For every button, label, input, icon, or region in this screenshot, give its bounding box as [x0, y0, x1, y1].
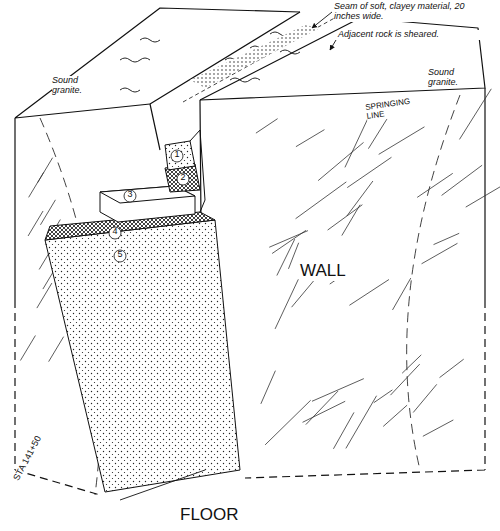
fracture-line: [312, 379, 364, 402]
fracture-line: [390, 364, 419, 395]
fracture-line: [333, 412, 354, 448]
block-edge: [484, 88, 485, 300]
fracture-line: [423, 420, 453, 436]
fracture-line: [342, 205, 360, 236]
fracture-line: [256, 119, 278, 133]
callout-number: 5: [114, 250, 126, 260]
fracture-line: [413, 384, 437, 412]
fracture-line: [383, 405, 407, 426]
fracture-line: [296, 182, 347, 219]
fracture-line: [402, 355, 421, 373]
seam-floor-line: [183, 15, 340, 102]
fracture-line: [459, 89, 491, 140]
fracture-line: [29, 172, 44, 197]
callout-ring: [124, 190, 136, 202]
floor-label: FLOOR: [180, 506, 260, 525]
fracture-line: [347, 181, 373, 216]
callout-number: 1: [171, 150, 183, 160]
fracture-line: [379, 127, 425, 155]
callout-number: 3: [124, 190, 136, 200]
seam-note: Seam of soft, clayey material, 20 inches…: [334, 2, 484, 22]
callout-ring: [171, 150, 183, 162]
layer-5: [45, 220, 240, 492]
hidden-curve: [40, 95, 460, 495]
fracture-line: [49, 337, 64, 362]
fracture-line: [442, 165, 483, 195]
fracture-line: [422, 243, 458, 263]
rock-label: Sound granite.: [428, 68, 472, 88]
fracture-line: [20, 336, 35, 361]
fracture-line: [261, 371, 276, 404]
seam-edge: [150, 12, 360, 104]
fracture-line: [393, 278, 411, 310]
callout-ring: [114, 250, 126, 262]
fracture-line: [346, 396, 377, 449]
fracture-line: [288, 243, 298, 269]
callout-number: 2: [177, 173, 189, 183]
station-label: STA 141+50: [12, 434, 44, 483]
fracture-line: [318, 142, 363, 180]
rock-label: Sound granite.: [52, 76, 96, 96]
fracture-line: [296, 130, 325, 147]
fracture-line: [349, 280, 389, 306]
wall-label: WALL: [300, 262, 370, 281]
leader-line: [312, 12, 332, 28]
fracture-line: [347, 157, 391, 187]
fracture-line: [417, 173, 453, 197]
seam-fill: [190, 25, 320, 88]
fracture-line: [275, 279, 298, 329]
callout-ring: [109, 227, 121, 239]
fracture-line: [303, 401, 346, 422]
callout-number: 4: [109, 227, 121, 237]
layer-1: [165, 141, 195, 170]
fracture-line: [466, 176, 500, 207]
fracture-line: [265, 400, 311, 445]
shear-note: Adjacent rock is sheared.: [338, 30, 488, 40]
fracture-line: [306, 391, 338, 425]
block-edge: [14, 118, 15, 300]
fracture-line: [40, 200, 55, 225]
fracture-line: [440, 359, 464, 377]
station-line: [120, 470, 205, 500]
layer-edge: [190, 130, 205, 212]
fracture-line: [269, 231, 308, 248]
fracture-line: [434, 233, 460, 244]
callout-ring: [177, 173, 189, 185]
leader-line: [330, 40, 336, 50]
springing-line-label: SPRINGING LINE: [365, 96, 427, 122]
fracture-line: [328, 205, 363, 230]
